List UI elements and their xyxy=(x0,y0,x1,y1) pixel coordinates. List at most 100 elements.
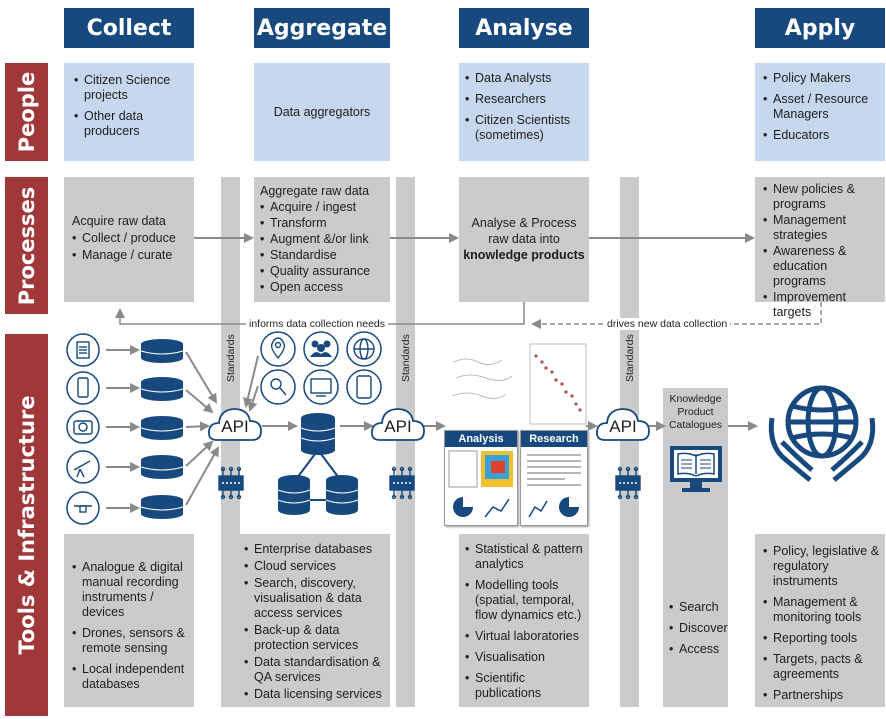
database-network-icon xyxy=(277,413,359,515)
tools-catalogue-item: Search xyxy=(669,600,728,615)
header-collect: Collect xyxy=(64,8,194,48)
process-collect-box: Acquire raw data Collect / produce Manag… xyxy=(64,177,194,302)
tools-analyse-item: Visualisation xyxy=(465,650,585,665)
tools-aggregate-item: Data standardisation & QA services xyxy=(244,655,386,685)
process-apply-box: New policies & programs Management strat… xyxy=(755,177,885,319)
people-analyse-item: Citizen Scientists (sometimes) xyxy=(465,113,581,143)
api-label: API xyxy=(609,417,637,436)
tools-apply-item: Management & monitoring tools xyxy=(763,595,881,625)
header-aggregate: Aggregate xyxy=(254,8,390,48)
process-aggregate-item: Augment &/or link xyxy=(260,232,384,247)
tools-collect-item: Drones, sensors & remote sensing xyxy=(72,626,188,656)
monitor-icon xyxy=(303,369,339,405)
feedback-drives-label: drives new data collection xyxy=(604,318,731,330)
people-aggregate-text: Data aggregators xyxy=(273,105,371,119)
row-label-processes: Processes xyxy=(5,177,48,314)
api-cloud-2: API xyxy=(370,404,426,444)
process-apply-item: Improvement targets xyxy=(763,290,879,320)
analysis-backdrop-graphic xyxy=(451,343,587,425)
header-apply: Apply xyxy=(755,8,885,48)
process-collect-item: Manage / curate xyxy=(72,248,186,263)
process-collect-title: Acquire raw data xyxy=(72,214,166,228)
tools-collect-item: Analogue & digital manual recording inst… xyxy=(72,560,188,620)
camera-icon xyxy=(66,410,100,444)
process-apply-item: Awareness & education programs xyxy=(763,244,879,289)
tools-aggregate-item: Data licensing services xyxy=(244,687,386,702)
tools-apply-item: Partnerships xyxy=(763,688,881,703)
feedback-informs-label: informs data collection needs xyxy=(246,318,388,330)
people-collect-item: Citizen Science projects xyxy=(74,73,186,103)
globe-hands-icon xyxy=(768,385,876,482)
standards-strip-1 xyxy=(221,177,240,707)
analysis-title: Analysis xyxy=(445,431,517,447)
database-icon xyxy=(141,377,183,401)
tablet-icon xyxy=(346,369,382,405)
process-analyse-line: raw data into xyxy=(488,232,560,246)
device-icons xyxy=(66,333,100,525)
row-label-people: People xyxy=(5,63,48,161)
process-analyse-bold: knowledge products xyxy=(463,248,585,262)
tools-analyse-item: Virtual laboratories xyxy=(465,629,585,644)
database-icon xyxy=(141,455,183,479)
api-cloud-3: API xyxy=(595,404,651,444)
tools-apply-item: Policy, legislative & regulatory instrum… xyxy=(763,544,881,589)
people-apply-item: Asset / Resource Managers xyxy=(763,92,879,122)
process-aggregate-item: Quality assurance xyxy=(260,264,384,279)
process-aggregate-item: Transform xyxy=(260,216,384,231)
people-apply-item: Educators xyxy=(763,128,879,143)
tools-apply-item: Targets, pacts & agreements xyxy=(763,652,881,682)
api-label: API xyxy=(384,417,412,436)
map-pin-icon xyxy=(260,331,296,367)
telescope-icon xyxy=(66,450,100,484)
tools-aggregate-item: Enterprise databases xyxy=(244,542,386,557)
tools-catalogue-item: Access xyxy=(669,642,728,657)
catalogue-label: Knowledge Product Catalogues xyxy=(668,393,723,431)
tools-catalogue-box: Search Discover Access xyxy=(663,600,728,663)
people-analyse-item: Data Analysts xyxy=(465,71,581,86)
chip-icon xyxy=(615,466,641,500)
api-label: API xyxy=(221,417,249,436)
database-icons xyxy=(140,339,184,519)
database-icon xyxy=(141,495,183,519)
api-cloud-1: API xyxy=(207,404,263,444)
tools-apply-item: Reporting tools xyxy=(763,631,881,646)
standards-strip-2 xyxy=(396,177,415,707)
analysis-thumbnail: Analysis xyxy=(444,430,518,526)
tools-aggregate-item: Cloud services xyxy=(244,559,386,574)
people-collect-item: Other data producers xyxy=(74,109,186,139)
standards-strip-3 xyxy=(620,177,639,707)
chip-icon xyxy=(218,466,244,500)
process-apply-item: New policies & programs xyxy=(763,182,879,212)
process-aggregate-item: Open access xyxy=(260,280,384,295)
tools-analyse-item: Statistical & pattern analytics xyxy=(465,542,585,572)
process-analyse-box: Analyse & Process raw data into knowledg… xyxy=(459,177,589,302)
tools-analyse-box: Statistical & pattern analytics Modellin… xyxy=(459,534,589,707)
process-aggregate-item: Standardise xyxy=(260,248,384,263)
people-apply-box: Policy Makers Asset / Resource Managers … xyxy=(755,63,885,161)
process-aggregate-item: Acquire / ingest xyxy=(260,200,384,215)
process-aggregate-box: Aggregate raw data Acquire / ingest Tran… xyxy=(254,177,390,302)
tools-analyse-item: Scientific publications xyxy=(465,671,585,701)
tools-analyse-item: Modelling tools (spatial, temporal, flow… xyxy=(465,578,585,623)
service-icons xyxy=(260,331,382,405)
phone-icon xyxy=(66,371,100,405)
process-collect-item: Collect / produce xyxy=(72,231,186,246)
process-aggregate-title: Aggregate raw data xyxy=(260,184,370,198)
people-aggregate-box: Data aggregators xyxy=(254,63,390,161)
tools-aggregate-item: Search, discovery, visualisation & data … xyxy=(244,576,386,621)
drone-icon xyxy=(66,491,100,525)
tools-aggregate-box: Enterprise databases Cloud services Sear… xyxy=(240,534,390,707)
research-thumbnail: Research xyxy=(520,430,588,526)
process-apply-item: Management strategies xyxy=(763,213,879,243)
people-analyse-box: Data Analysts Researchers Citizen Scient… xyxy=(459,63,589,161)
people-apply-item: Policy Makers xyxy=(763,71,879,86)
header-analyse: Analyse xyxy=(459,8,589,48)
tools-collect-box: Analogue & digital manual recording inst… xyxy=(64,534,194,707)
people-analyse-item: Researchers xyxy=(465,92,581,107)
tools-apply-box: Policy, legislative & regulatory instrum… xyxy=(755,534,885,707)
research-title: Research xyxy=(521,431,587,447)
tools-collect-item: Local independent databases xyxy=(72,662,188,692)
tools-catalogue-item: Discover xyxy=(669,621,728,636)
search-icon xyxy=(260,369,296,405)
